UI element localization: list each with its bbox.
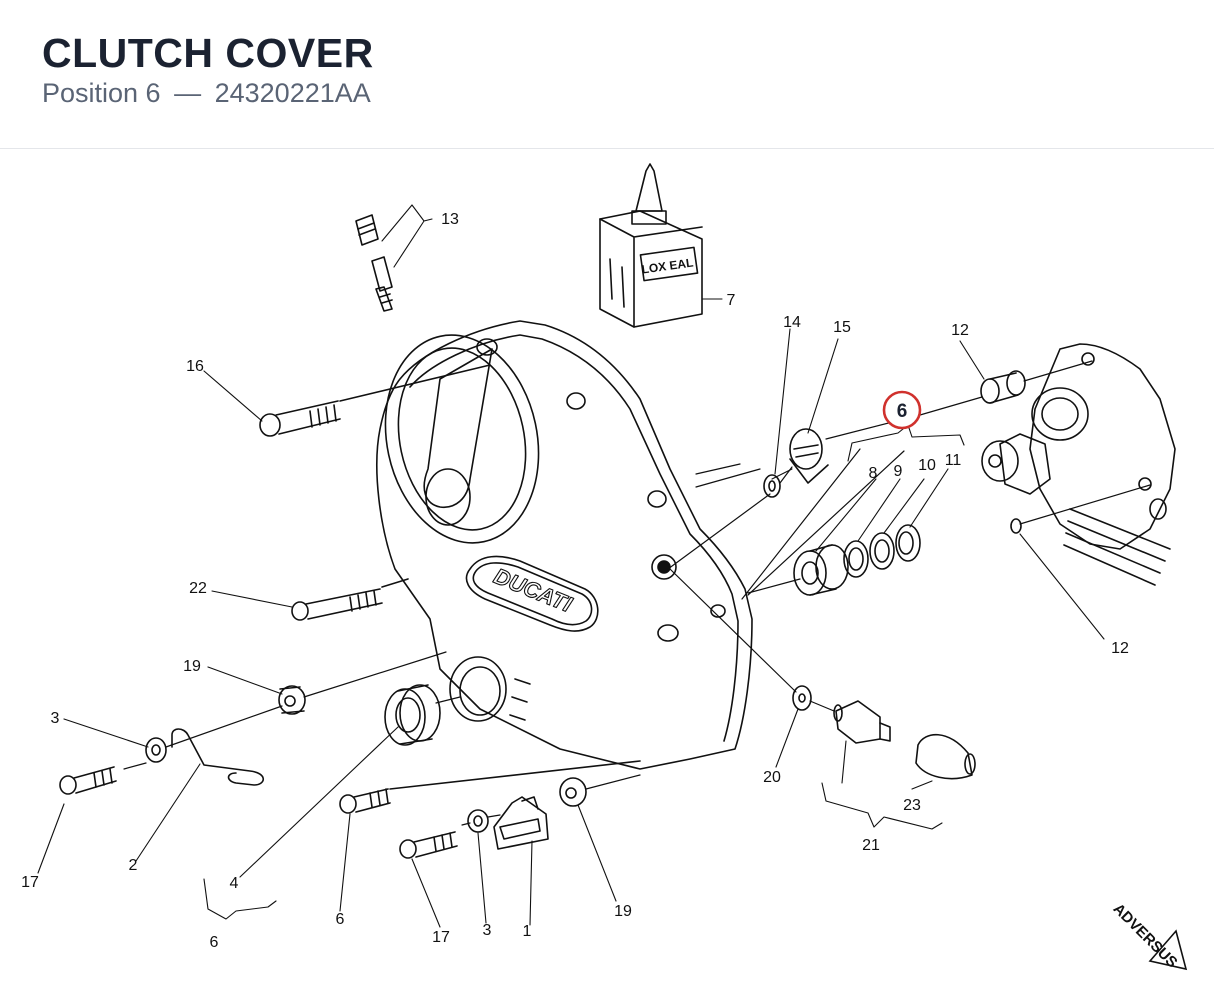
exploded-parts-diagram: DUCATI — [0, 149, 1214, 998]
callout-21: 21 — [862, 837, 880, 854]
bolt-part-22 — [291, 578, 409, 621]
callout-5: 6 — [336, 911, 345, 928]
washer-part-3-left — [145, 737, 167, 763]
diagram-svg: DUCATI — [21, 163, 1188, 971]
bolt-part-17-left — [59, 766, 117, 795]
dowel-part-13 — [980, 370, 1026, 404]
callout-4: 4 — [230, 875, 239, 892]
circlip-part-11 — [895, 524, 921, 562]
engine-case-section — [981, 343, 1176, 586]
part-number: 24320221AA — [214, 78, 371, 108]
callout-19-bottom: 19 — [614, 903, 632, 920]
sealant-label: LOX EAL — [641, 255, 694, 276]
callout-3-bottom: 3 — [483, 922, 492, 939]
bolt-part-16 — [259, 364, 491, 437]
callout-brackets — [203, 424, 965, 920]
highlight-ring — [882, 390, 922, 430]
cap-part-23 — [915, 733, 976, 780]
callout-23: 23 — [903, 797, 921, 814]
callout-12: 12 — [1111, 640, 1129, 657]
callout-7: 7 — [727, 292, 736, 309]
page-subtitle: Position 6 — 24320221AA — [42, 78, 371, 109]
washer-part-3-bottom — [467, 809, 489, 833]
subtitle-separator: — — [174, 78, 202, 108]
washer-part-20 — [792, 685, 812, 711]
callout-6-bottom: 6 — [210, 934, 219, 951]
oring-part-14 — [763, 474, 781, 498]
callout-8: 8 — [869, 465, 878, 482]
callout-13: 12 — [951, 322, 969, 339]
oring-part-12 — [1010, 518, 1022, 534]
bleeder-part-18 — [355, 214, 393, 312]
highlighted-callout-6[interactable]: 6 — [882, 390, 922, 430]
watermark-text: ADVERSUS — [1110, 900, 1181, 971]
callout-labels: 13 7 16 22 19 3 17 2 4 6 6 17 3 1 19 14 … — [21, 211, 1129, 951]
callout-22: 22 — [189, 580, 207, 597]
highlight-number: 6 — [897, 401, 908, 422]
sealant-bottle-part-7: LOX EAL — [599, 163, 703, 328]
page-header: CLUTCH COVER Position 6 — 24320221AA — [0, 0, 1214, 149]
spacer-part-19-bottom — [559, 777, 587, 807]
cable-guide-part-2 — [171, 728, 265, 786]
clutch-cover-body: DUCATI — [376, 320, 753, 770]
ring-part-10 — [869, 532, 895, 570]
callout-11: 11 — [945, 452, 962, 469]
callout-3-left: 3 — [51, 710, 60, 727]
bolt-part-5 — [339, 760, 641, 814]
callout-10: 10 — [918, 457, 936, 474]
callout-15: 15 — [833, 319, 851, 336]
callout-14: 14 — [783, 314, 801, 331]
callout-20: 20 — [763, 769, 781, 786]
assembly-lines — [123, 360, 1151, 826]
callout-17-bottom: 17 — [432, 929, 450, 946]
page-title: CLUTCH COVER — [42, 30, 374, 76]
cover-brand-text: DUCATI — [490, 563, 576, 617]
callout-19-left: 19 — [183, 658, 201, 675]
callout-2: 2 — [129, 857, 138, 874]
callout-1: 1 — [523, 923, 532, 940]
ring-part-9 — [843, 540, 869, 578]
sensor-part-21 — [833, 700, 891, 744]
callout-9: 9 — [894, 463, 903, 480]
callout-leaders — [37, 204, 1105, 928]
watermark-arrow-icon — [1148, 929, 1188, 971]
callout-17-left: 17 — [21, 874, 39, 891]
callout-16: 16 — [186, 358, 204, 375]
clamp-part-1 — [493, 796, 549, 850]
bushing-part-8 — [793, 544, 849, 596]
position-label: Position 6 — [42, 78, 161, 108]
watermark-logo: ADVERSUS — [1110, 900, 1188, 971]
callout-18: 13 — [441, 211, 459, 228]
oil-seal-part-4 — [384, 684, 441, 746]
bolt-part-17-bottom — [399, 831, 458, 859]
spacer-part-19-left — [278, 685, 306, 715]
filler-cap-part-15 — [789, 428, 829, 484]
